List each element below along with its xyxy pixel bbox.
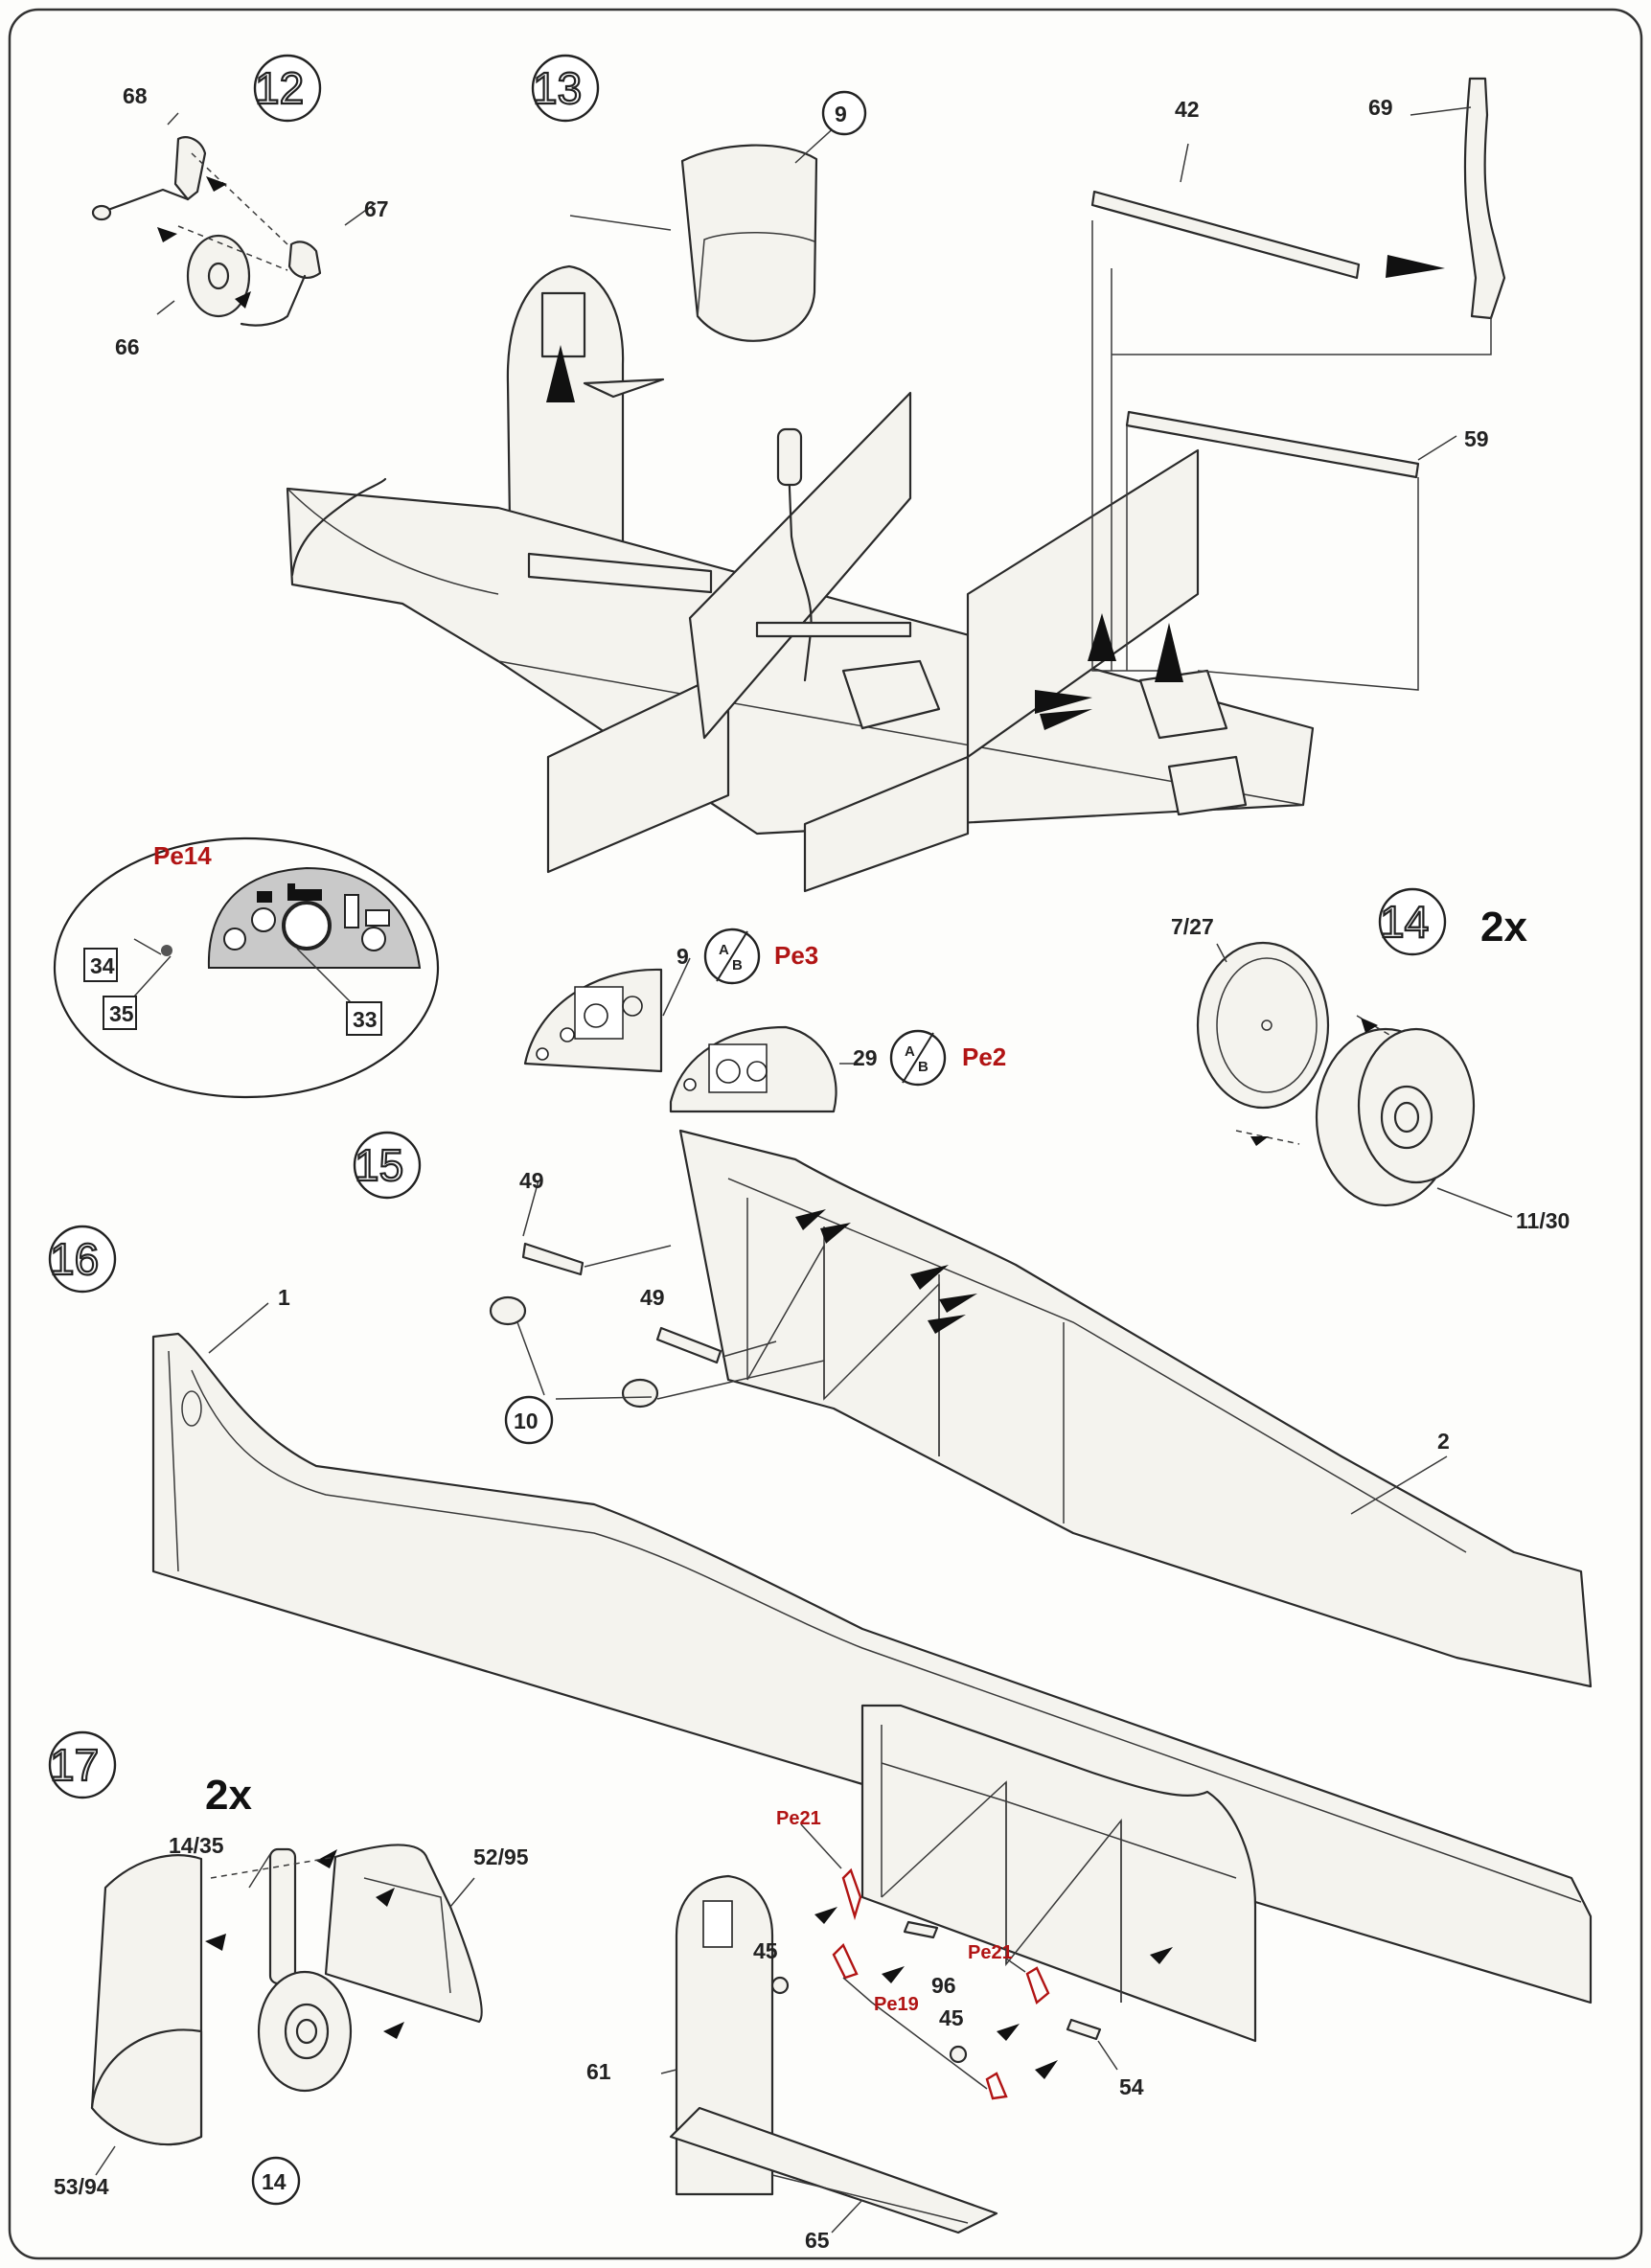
part-label-45-lower: 45 <box>939 2005 964 2030</box>
step-15-badge: 15 <box>353 1131 422 1200</box>
part-label-14-35: 14/35 <box>169 1833 224 1858</box>
part-callout-9-circle <box>821 90 867 136</box>
step-14-assembly <box>1196 941 1513 1218</box>
part-label-68: 68 <box>123 83 148 108</box>
part-label-52-95: 52/95 <box>473 1844 529 1869</box>
pe-label-pe21-upper: Pe21 <box>776 1808 821 1829</box>
part-59-rod <box>1125 410 1420 479</box>
step-13-number: 13 <box>533 63 582 113</box>
part-54 <box>1066 2018 1102 2041</box>
step-17-badge: 17 <box>48 1730 117 1799</box>
part-label-45-upper: 45 <box>753 1938 778 1963</box>
pe-label-pe21-lower: Pe21 <box>968 1942 1013 1963</box>
decal-34-box <box>83 948 118 982</box>
decal-33-box <box>346 1001 382 1036</box>
step-12-assembly <box>91 112 377 327</box>
part-52-95-cover <box>324 1844 483 2024</box>
part-2-fuselage-right <box>678 1129 1593 1688</box>
step-12-badge: 12 <box>253 54 322 123</box>
step-14-number: 14 <box>1380 897 1429 947</box>
pe-label-pe2: Pe2 <box>962 1042 1006 1071</box>
part-67-strut <box>287 241 322 279</box>
part-label-49-upper: 49 <box>519 1168 544 1193</box>
pe-label-pe19: Pe19 <box>874 1994 919 2015</box>
part-45-upper <box>770 1976 790 1995</box>
option-mark-b-1: B <box>732 957 743 974</box>
step-15-number: 15 <box>355 1140 403 1190</box>
decal-label-33: 33 <box>353 1007 378 1032</box>
longeron-rear <box>966 448 1200 759</box>
part-label-69: 69 <box>1368 95 1393 120</box>
step-17-assembly <box>90 1823 1173 2234</box>
part-96 <box>903 1920 939 1939</box>
part-label-65: 65 <box>805 2228 830 2253</box>
step-17-number: 17 <box>50 1740 99 1790</box>
step-13-badge: 13 <box>531 54 600 123</box>
part-label-42: 42 <box>1175 97 1200 122</box>
part-label-29: 29 <box>853 1045 878 1070</box>
part-label-9-seat: 9 <box>835 102 847 126</box>
step-14-multiplier: 2x <box>1480 904 1527 951</box>
part-label-2: 2 <box>1437 1429 1450 1454</box>
part-label-54: 54 <box>1119 2074 1144 2099</box>
step-16-number: 16 <box>50 1234 99 1284</box>
page-border <box>8 8 1643 2260</box>
pe19-part <box>832 1942 859 1980</box>
option-mark-a-2: A <box>905 1043 915 1060</box>
part-label-7-27: 7/27 <box>1171 914 1214 939</box>
part-label-49-lower: 49 <box>640 1285 665 1310</box>
step-14-badge: 14 <box>1378 887 1447 956</box>
part-9-seat <box>680 144 818 342</box>
part-label-61: 61 <box>586 2059 611 2084</box>
part-10-lower <box>621 1378 659 1409</box>
pe-label-pe3: Pe3 <box>774 941 818 970</box>
part-label-10: 10 <box>514 1409 539 1433</box>
step-15-assembly <box>523 928 947 1113</box>
pe19-part-2 <box>985 2072 1008 2100</box>
decal-35-box <box>103 996 137 1030</box>
part-45-lower <box>949 2045 968 2064</box>
part-label-66: 66 <box>115 334 140 359</box>
pe-label-pe14: Pe14 <box>153 841 212 870</box>
decal-label-35: 35 <box>109 1001 134 1026</box>
part-label-67: 67 <box>364 196 389 221</box>
option-mark-b-2: B <box>918 1059 929 1075</box>
step-16-badge: 16 <box>48 1225 117 1294</box>
decal-label-34: 34 <box>90 953 115 978</box>
part-42-rod <box>1090 190 1361 280</box>
part-49-upper <box>521 1242 585 1276</box>
part-label-96: 96 <box>931 1973 956 1998</box>
part-7-27-hub <box>1196 941 1330 1110</box>
part-label-14-wheel: 14 <box>262 2169 287 2194</box>
part-label-1: 1 <box>278 1285 290 1310</box>
part-14-35-leg <box>268 1847 297 1985</box>
part-label-59: 59 <box>1464 426 1489 451</box>
step-17-multiplier: 2x <box>205 1772 252 1819</box>
part-68-skid-leg <box>173 136 207 201</box>
longeron-front <box>803 755 970 893</box>
part-10-upper <box>489 1295 527 1326</box>
pe21-part-lower <box>1025 1966 1050 2005</box>
step-13-assembly <box>286 77 1506 893</box>
pe21-part-upper <box>841 1867 862 1921</box>
part-callout-14-circle <box>251 2156 301 2206</box>
part-label-53-94: 53/94 <box>54 2174 109 2199</box>
step-12-number: 12 <box>255 63 304 113</box>
instrument-decal-inset <box>53 836 440 1099</box>
part-callout-10-circle <box>504 1395 554 1445</box>
part-49-lower <box>655 1326 722 1364</box>
part-69-lever <box>1463 77 1506 320</box>
part-label-11-30: 11/30 <box>1516 1208 1570 1233</box>
option-mark-a-1: A <box>719 942 729 958</box>
part-label-9-panel: 9 <box>676 944 689 969</box>
